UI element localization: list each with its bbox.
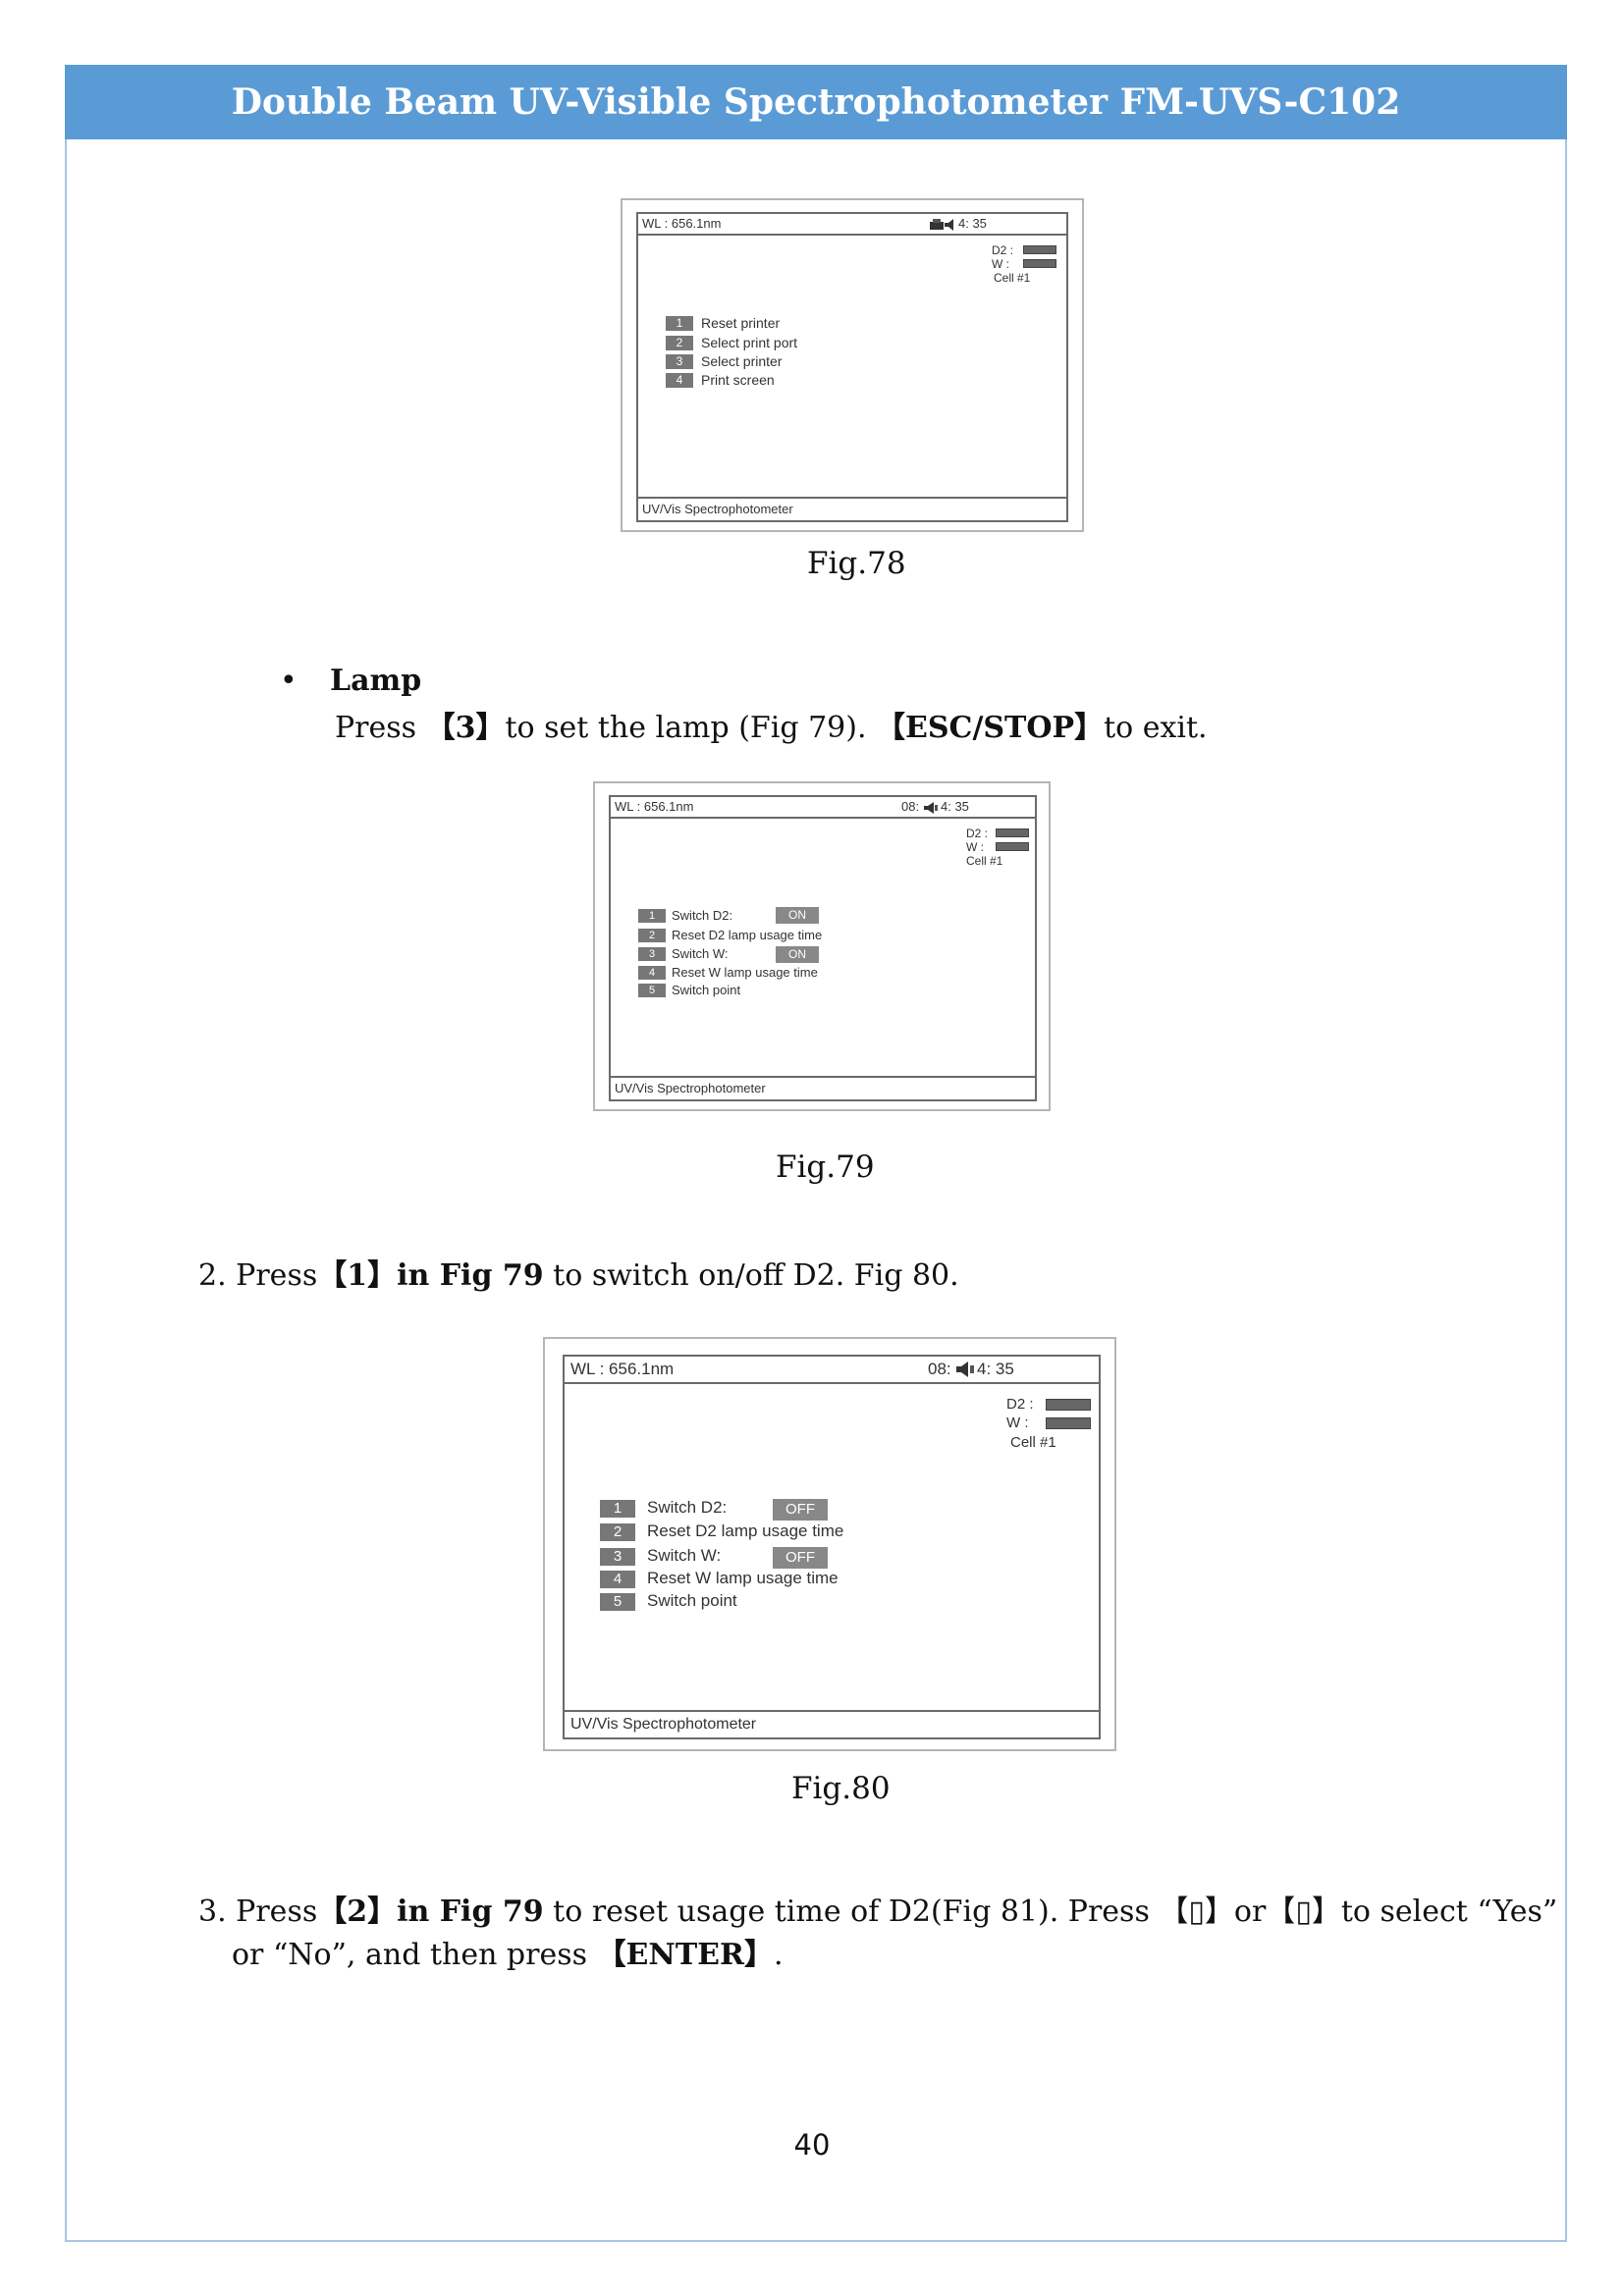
fig78-menu-select-printer[interactable]: Select printer (701, 353, 783, 369)
fig78-d2-bar (1023, 245, 1056, 254)
lamp-heading-text: Lamp (330, 664, 422, 698)
fig80-caption: Fig.80 (791, 1771, 891, 1806)
fig79-w-bar (996, 842, 1029, 851)
fig78-menu-num[interactable]: 2 (666, 336, 693, 350)
fig78-cell: Cell #1 (994, 271, 1031, 285)
fig78-menu-num[interactable]: 4 (666, 373, 693, 388)
fig80-wavelength: WL : 656.1nm (570, 1360, 675, 1378)
fig80-w-label: W : (1006, 1415, 1029, 1431)
lamp-line-mid: to set the lamp (Fig 79). (505, 711, 877, 745)
fig80-menu-switch-d2[interactable]: Switch D2: (647, 1498, 728, 1517)
fig78-screen: WL : 656.1nm 4: 35 D2 : W : Cell #1 1 Re… (621, 198, 1084, 532)
fig80-w-bar (1046, 1417, 1091, 1429)
fig79-cell: Cell #1 (966, 854, 1003, 868)
fig78-time: 4: 35 (958, 216, 987, 231)
step3-enter-key: 【ENTER】 (596, 1938, 774, 1972)
fig79-menu-num[interactable]: 5 (638, 984, 666, 997)
step3-mid2: 】or【 (1204, 1895, 1296, 1929)
step3-instruction: 3. Press【2】in Fig 79 to reset usage time… (198, 1887, 1557, 1930)
fig80-d2-label: D2 : (1006, 1396, 1034, 1413)
speaker-icon (923, 800, 939, 814)
fig79-menu-num[interactable]: 1 (638, 909, 666, 923)
step2-pre: 2. Press (198, 1258, 318, 1293)
fig80-w-state[interactable]: OFF (773, 1547, 828, 1569)
fig79-w-state[interactable]: ON (776, 946, 819, 963)
fig78-menu-num[interactable]: 1 (666, 316, 693, 331)
fig79-w-label: W : (966, 840, 984, 854)
step3-line2-pre: or “No”, and then press (232, 1938, 597, 1972)
lamp-key-3: 【3】 (425, 711, 506, 745)
fig80-d2-bar (1046, 1399, 1091, 1411)
fig79-menu-switch-d2[interactable]: Switch D2: (672, 908, 733, 923)
header-title: Double Beam UV-Visible Spectrophotometer… (231, 81, 1401, 123)
speaker-icon (955, 1361, 975, 1378)
fig80-d2-state[interactable]: OFF (773, 1499, 828, 1521)
step3-line2-post: . (773, 1938, 784, 1972)
fig80-time-hour: 08: (928, 1360, 951, 1378)
fig78-d2-label: D2 : (992, 243, 1014, 257)
lamp-line-post: to exit. (1104, 711, 1208, 745)
fig79-menu-switch-point[interactable]: Switch point (672, 983, 741, 997)
fig79-screen: WL : 656.1nm 08: 4: 35 D2 : W : Cell #1 … (593, 781, 1051, 1111)
fig80-footer: UV/Vis Spectrophotometer (570, 1716, 757, 1733)
step3-post: 】to select “Yes” (1311, 1895, 1558, 1929)
page-number: 40 (793, 2128, 831, 2162)
down-arrow-key-icon: ▯ (1295, 1895, 1312, 1929)
step3-pre: 3. Press (198, 1895, 318, 1929)
page-header: Double Beam UV-Visible Spectrophotometer… (65, 65, 1567, 139)
fig80-menu-num[interactable]: 2 (600, 1523, 635, 1541)
fig79-wavelength: WL : 656.1nm (615, 799, 694, 814)
step3-key: 【2】in Fig 79 (317, 1895, 544, 1929)
fig78-menu-num[interactable]: 3 (666, 354, 693, 369)
fig79-caption: Fig.79 (776, 1149, 875, 1185)
fig79-d2-label: D2 : (966, 827, 989, 840)
fig78-w-label: W : (992, 257, 1009, 271)
fig80-menu-switch-w[interactable]: Switch W: (647, 1546, 722, 1565)
fig78-wavelength: WL : 656.1nm (642, 216, 722, 231)
fig78-menu-print-screen[interactable]: Print screen (701, 372, 775, 388)
fig79-menu-num[interactable]: 3 (638, 947, 666, 961)
lamp-key-esc: 【ESC/STOP】 (876, 711, 1105, 745)
fig80-menu-switch-point[interactable]: Switch point (647, 1591, 737, 1610)
fig79-menu-num[interactable]: 2 (638, 929, 666, 942)
fig78-w-bar (1023, 259, 1056, 268)
fig80-screen: WL : 656.1nm 08: 4: 35 D2 : W : Cell #1 … (543, 1337, 1116, 1751)
step2-instruction: 2. Press【1】in Fig 79 to switch on/off D2… (198, 1251, 959, 1294)
fig80-menu-num[interactable]: 4 (600, 1571, 635, 1588)
fig79-d2-bar (996, 828, 1029, 837)
step3-instruction-line2: or “No”, and then press 【ENTER】. (232, 1930, 784, 1973)
fig79-time-hour: 08: (901, 799, 920, 814)
fig79-time: 4: 35 (941, 799, 969, 814)
fig79-d2-state[interactable]: ON (776, 907, 819, 924)
step3-mid: to reset usage time of D2(Fig 81). Press… (543, 1895, 1189, 1929)
printer-icon (929, 217, 954, 231)
fig80-menu-reset-d2[interactable]: Reset D2 lamp usage time (647, 1522, 844, 1540)
fig79-menu-num[interactable]: 4 (638, 966, 666, 980)
step2-key: 【1】in Fig 79 (317, 1258, 544, 1293)
lamp-heading: Lamp (330, 664, 421, 698)
fig79-menu-switch-w[interactable]: Switch W: (672, 946, 729, 961)
fig80-cell: Cell #1 (1010, 1434, 1056, 1451)
fig78-caption: Fig.78 (807, 546, 906, 581)
lamp-line-pre: Press (335, 711, 426, 745)
fig78-footer: UV/Vis Spectrophotometer (642, 502, 793, 516)
fig80-menu-num[interactable]: 5 (600, 1593, 635, 1611)
fig79-footer: UV/Vis Spectrophotometer (615, 1081, 766, 1095)
fig80-time: 4: 35 (977, 1360, 1014, 1378)
fig79-menu-reset-w[interactable]: Reset W lamp usage time (672, 965, 818, 980)
fig80-menu-reset-w[interactable]: Reset W lamp usage time (647, 1569, 839, 1587)
lamp-bullet: • (280, 664, 298, 698)
lamp-instruction: Press 【3】to set the lamp (Fig 79). 【ESC/… (335, 703, 1208, 746)
fig78-menu-select-port[interactable]: Select print port (701, 335, 798, 350)
up-arrow-key-icon: ▯ (1188, 1895, 1205, 1929)
fig78-menu-reset-printer[interactable]: Reset printer (701, 315, 781, 331)
fig80-menu-num[interactable]: 1 (600, 1500, 635, 1518)
fig80-menu-num[interactable]: 3 (600, 1548, 635, 1566)
fig79-menu-reset-d2[interactable]: Reset D2 lamp usage time (672, 928, 823, 942)
step2-post: to switch on/off D2. Fig 80. (543, 1258, 959, 1293)
